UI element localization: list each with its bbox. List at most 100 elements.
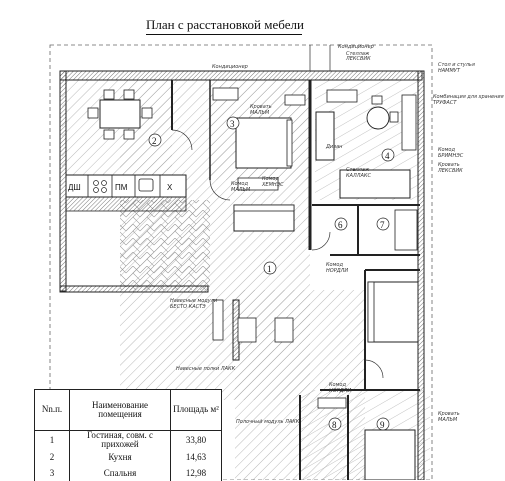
wall-right (417, 70, 425, 480)
living-chair-1 (237, 317, 257, 343)
wall-left (59, 70, 67, 292)
legend-row-area: 12,98 (185, 467, 207, 478)
furniture-annotation: Стеллаж (346, 167, 370, 173)
legend-row-name: Кухня (69, 449, 171, 465)
furniture-annotation: ТРУФАСТ (433, 100, 457, 106)
wall-top (59, 70, 423, 81)
fridge-label: Х (167, 183, 173, 192)
furniture-annotation: МАЛЬМ (438, 417, 458, 423)
legend-row-name: Спальня (69, 465, 171, 481)
bedroom9-bed-pillows (367, 281, 375, 343)
legend-header-row: Nn.п. Наименование помещения Площадь м² (35, 390, 221, 431)
legend-header-number: Nn.п. (35, 390, 70, 431)
cooktop-ring-2 (101, 180, 107, 186)
room-number-4: 4 (381, 148, 395, 162)
furniture-annotation: БРИМНЭС (438, 153, 464, 159)
bedroom-wardrobe (212, 87, 239, 101)
svg-text:2: 2 (152, 136, 157, 146)
room-number-7: 7 (376, 217, 390, 231)
cooktop-ring-4 (101, 187, 107, 193)
furniture-annotation: Стеллаж (346, 51, 370, 57)
furniture-annotation: ХЕМНЭС (261, 182, 284, 188)
dining-chair-1 (103, 89, 115, 100)
hall-herringbone (120, 200, 210, 290)
furniture-annotation: Комод (231, 181, 248, 187)
furniture-annotation: Кровать (250, 104, 272, 110)
kitchen-sink (138, 178, 154, 192)
furniture-annotation: Кровать (438, 411, 460, 417)
kids-storage (401, 94, 417, 151)
svg-text:1: 1 (267, 264, 272, 274)
furniture-annotations: КондиционерКондиционерСтеллажЛЕКСВИКСтол… (170, 44, 504, 425)
furniture-annotation: КАЛЛАКС (346, 173, 371, 179)
title-underline (146, 34, 302, 35)
kitchen-upper-cabinets (65, 196, 187, 212)
furniture-annotation: Навесные модули (170, 298, 218, 304)
furniture-annotation: МАЛЬМ (250, 110, 270, 116)
furniture-annotation: Комод (438, 147, 455, 153)
svg-text:6: 6 (338, 220, 343, 230)
room-number-2: 2 (148, 133, 162, 147)
closet-7 (394, 209, 418, 251)
bedroom-bed-pillows (286, 119, 293, 167)
furniture-annotation: Кровать (438, 162, 460, 168)
furniture-annotation: Комод (329, 382, 346, 388)
dining-chair-6 (141, 107, 153, 119)
bedroom-bed (235, 117, 292, 169)
svg-text:9: 9 (380, 420, 385, 430)
furniture-annotation: ЛЕКСВИК (437, 168, 463, 174)
door-arc-kitchen (171, 129, 193, 151)
living-sofa-back (233, 204, 295, 212)
furniture-annotation: НАММУТ (438, 68, 461, 74)
room-number-1: 1 (263, 261, 277, 275)
legend-row-number: 1 (35, 430, 70, 449)
legend-row: 2 Кухня 14,63 (35, 449, 221, 465)
door-arc-bedroom (209, 179, 231, 201)
cooktop-ring-3 (93, 187, 99, 193)
furniture-annotation: Кондиционер (338, 44, 374, 50)
kids-chair-2 (389, 111, 399, 123)
dining-table (99, 99, 141, 129)
kids-shelf (326, 89, 358, 103)
legend-row-name: Гостиная, совм. с прихожей (69, 430, 171, 449)
legend-row-number: 2 (35, 449, 70, 465)
furniture-annotation: Кондиционер (212, 64, 248, 70)
furniture-annotation: Комод (326, 262, 343, 268)
svg-text:4: 4 (385, 151, 390, 161)
kids-chair-1 (371, 95, 383, 105)
bedroom-bench (284, 94, 306, 106)
dining-chair-5 (87, 107, 99, 119)
furniture-annotation: Комбинация для хранения (433, 94, 504, 100)
furniture-annotation: МАЛЬМ (231, 187, 251, 193)
room-number-8: 8 (328, 417, 342, 431)
furniture-annotation: Навесные полки ЛАКК (176, 366, 236, 372)
kids-sofa (315, 111, 335, 161)
kids-bed (339, 169, 411, 199)
door-arc-room9 (364, 359, 384, 379)
furniture-annotation: НОРДЛИ (326, 268, 348, 274)
kids-table (366, 106, 390, 130)
bedroom9-bed (367, 281, 419, 343)
microwave-label: ПМ (115, 183, 128, 192)
svg-text:3: 3 (230, 119, 235, 129)
bedroom-dresser (237, 177, 279, 191)
dishwasher-label: ДШ (68, 183, 81, 192)
room8-cabinet (317, 397, 347, 409)
furniture-annotation: НОРДЛИ (329, 388, 351, 394)
legend-row: 3 Спальня 12,98 (35, 465, 221, 481)
svg-text:8: 8 (332, 420, 337, 430)
furniture-annotation: БЕСТО КАСТЭ (170, 304, 206, 310)
legend-row-number: 3 (35, 465, 70, 481)
svg-text:7: 7 (380, 220, 385, 230)
door-arc-room6 (311, 231, 331, 251)
legend-header-name: Наименование помещения (69, 390, 171, 431)
room-legend-table: Nn.п. Наименование помещения Площадь м² … (34, 389, 222, 481)
legend-header-area: Площадь м² (170, 390, 221, 431)
legend-row-area: 14,63 (185, 451, 207, 462)
plan-title: План с расстановкой мебели (146, 17, 304, 32)
furniture-annotation: Полочный модуль ЛАКК (236, 419, 300, 425)
room-number-9: 9 (376, 417, 390, 431)
room9-bed-lower (364, 429, 416, 480)
